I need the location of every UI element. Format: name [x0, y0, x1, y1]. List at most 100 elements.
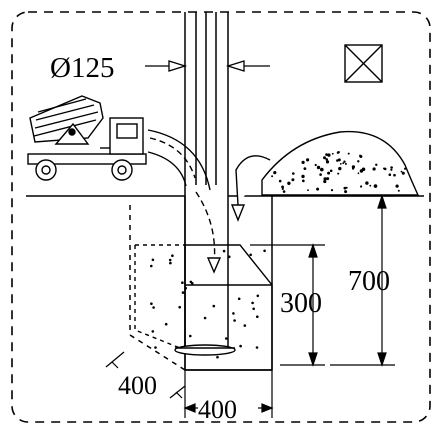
concrete-dot — [150, 302, 153, 306]
gravel-dot — [329, 169, 333, 173]
dimension-300 — [250, 243, 325, 367]
concrete-dot — [233, 319, 236, 322]
gravel-dot — [357, 160, 360, 163]
concrete-dot — [239, 344, 242, 348]
concrete-dot — [164, 322, 168, 326]
gravel-dot — [331, 152, 334, 155]
gravel-dot — [338, 166, 342, 171]
concrete-dot — [151, 258, 155, 262]
gravel-dot — [302, 179, 305, 183]
concrete-dot — [168, 258, 172, 262]
concrete-dot — [232, 312, 235, 315]
gravel-dot — [360, 185, 363, 188]
gravel-pile-icon — [261, 130, 420, 196]
concrete-dot — [255, 315, 259, 319]
concrete-dot — [189, 334, 192, 338]
gravel-dot — [359, 155, 363, 158]
gravel-dot — [327, 171, 331, 175]
concrete-dot — [237, 297, 241, 301]
gravel-dot — [320, 167, 324, 172]
concrete-dot — [252, 307, 255, 311]
gravel-dot — [401, 171, 405, 175]
concrete-dot — [256, 294, 260, 298]
gravel-dot — [383, 167, 385, 170]
gravel-dot — [303, 167, 307, 171]
gravel-dot — [397, 189, 400, 192]
concrete-dot — [212, 304, 216, 308]
gravel-dot — [281, 187, 284, 190]
gravel-dot — [282, 190, 286, 193]
concrete-dot — [154, 346, 157, 349]
concrete-dot — [189, 280, 193, 284]
width-400-side-label: 400 — [118, 371, 157, 400]
concrete-dot — [249, 253, 252, 257]
shovel-arrow — [230, 155, 271, 222]
gravel-dot — [372, 167, 376, 171]
gravel-dot — [343, 160, 346, 163]
gravel-dot — [271, 175, 274, 178]
void-symbol-icon — [344, 44, 383, 83]
concrete-dots — [150, 249, 266, 359]
gravel-dot — [325, 158, 329, 161]
gravel-dot — [325, 160, 330, 164]
concrete-dot — [222, 249, 226, 253]
concrete-dot — [203, 316, 207, 320]
dashed-border — [11, 11, 431, 423]
concrete-dot — [181, 281, 184, 285]
gravel-dot — [292, 172, 295, 175]
gravel-dot — [339, 163, 342, 165]
hole-outline — [129, 196, 273, 371]
concrete-dot — [150, 264, 153, 268]
concrete-dot — [228, 255, 231, 259]
diameter-dimension — [145, 60, 270, 72]
dimension-400-bottom — [183, 370, 274, 418]
gravel-dot — [301, 160, 305, 164]
height-300-label: 300 — [280, 288, 322, 319]
gravel-dot — [357, 172, 360, 175]
gravel-dot — [375, 163, 378, 166]
concrete-dot — [216, 355, 219, 359]
gravel-dot — [369, 184, 372, 187]
gravel-dot — [326, 177, 330, 181]
gravel-dot — [361, 167, 366, 172]
gravel-dot — [301, 174, 305, 179]
gravel-dot — [306, 158, 310, 162]
gravel-dots — [271, 151, 407, 194]
concrete-dot — [225, 337, 228, 340]
concrete-dot — [251, 301, 254, 305]
gravel-dot — [323, 177, 327, 181]
gravel-dot — [323, 156, 326, 160]
dimension-700 — [330, 194, 395, 367]
gravel-dot — [365, 181, 369, 185]
concrete-dot — [152, 306, 155, 309]
post — [184, 12, 229, 350]
concrete-dot — [263, 249, 266, 253]
gravel-dot — [404, 167, 407, 170]
gravel-dot — [343, 186, 347, 190]
mixer-truck-icon — [27, 95, 147, 181]
gravel-dot — [344, 162, 347, 165]
gravel-dot — [390, 168, 393, 171]
concrete-dot — [151, 330, 155, 333]
gravel-dot — [351, 167, 355, 170]
dimension-400-diagonal — [105, 351, 186, 399]
gravel-dot — [345, 186, 348, 189]
gravel-dot — [390, 166, 393, 169]
gravel-dot — [287, 181, 291, 185]
height-700-label: 700 — [348, 266, 390, 297]
gravel-dot — [395, 184, 399, 188]
gravel-dot — [323, 179, 327, 184]
gravel-dot — [336, 151, 340, 154]
gravel-dot — [344, 190, 348, 194]
gravel-dot — [342, 162, 345, 165]
gravel-dot — [347, 152, 350, 155]
gravel-dot — [337, 172, 340, 175]
gravel-dot — [327, 153, 331, 157]
gravel-dot — [316, 165, 321, 170]
gravel-dot — [281, 186, 284, 188]
gravel-dot — [314, 163, 317, 167]
chute — [147, 129, 222, 274]
gravel-dot — [336, 159, 339, 162]
concrete-dot — [255, 346, 259, 349]
